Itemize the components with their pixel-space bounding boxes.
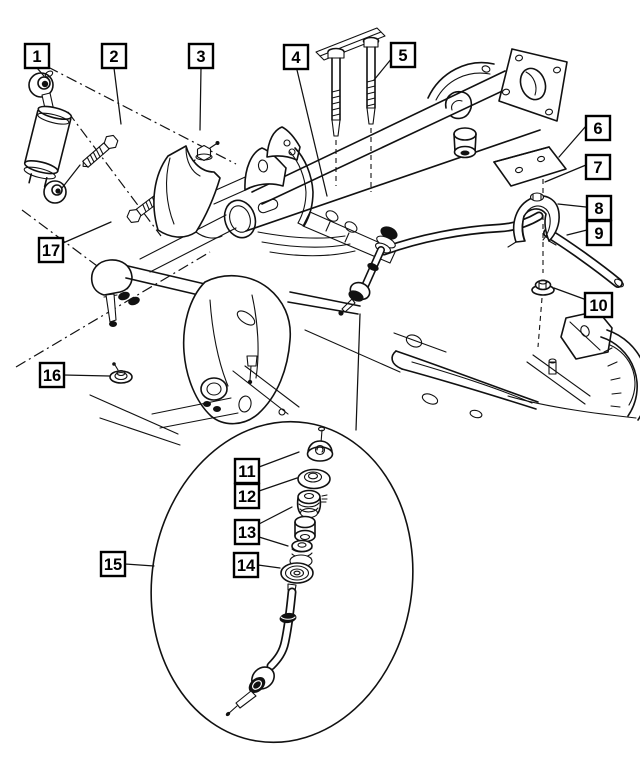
lower-nut-drawing — [109, 362, 133, 384]
callout-2-box[interactable] — [100, 42, 128, 70]
callout-13[interactable]: 13 — [233, 518, 261, 546]
callout-1[interactable]: 1 — [23, 42, 51, 70]
callout-15[interactable]: 15 — [99, 550, 127, 578]
link-rod-drawing — [225, 583, 297, 717]
link-grommet-lower-drawing — [289, 539, 313, 568]
frame-slot-holes — [325, 210, 358, 243]
callout-7[interactable]: 7 — [584, 153, 612, 181]
callout-2-label: 2 — [109, 48, 118, 66]
callout-16-box[interactable] — [38, 361, 66, 389]
callout-11[interactable]: 11 — [233, 457, 261, 485]
callout-7-box[interactable] — [584, 153, 612, 181]
callout-5[interactable]: 5 — [389, 41, 417, 69]
link-retainer-drawing — [297, 468, 331, 490]
link-washer-drawing — [280, 562, 314, 584]
leader-lines — [36, 57, 588, 569]
link-nut-drawing — [306, 426, 334, 462]
callout-4-box[interactable] — [282, 43, 310, 71]
frame-bracket-details — [427, 61, 495, 159]
callout-14[interactable]: 14 — [232, 551, 260, 579]
callout-6[interactable]: 6 — [584, 114, 612, 142]
callout-4[interactable]: 4 — [282, 43, 310, 71]
callout-3-box[interactable] — [187, 42, 215, 70]
link-detail-ellipse — [150, 313, 414, 744]
callout-9-box[interactable] — [585, 219, 613, 247]
callout-3[interactable]: 3 — [187, 42, 215, 70]
callout-17-label: 17 — [42, 242, 60, 260]
callout-8-box[interactable] — [585, 194, 613, 222]
frame-rail-drawing — [139, 70, 541, 273]
callout-9-label: 9 — [594, 225, 603, 243]
callout-12[interactable]: 12 — [233, 482, 261, 510]
bolt-right — [362, 36, 380, 125]
callout-10-box[interactable] — [583, 291, 614, 319]
frame-end-plate-drawing — [498, 48, 568, 122]
callout-5-box[interactable] — [389, 41, 417, 69]
callout-1-box[interactable] — [23, 42, 51, 70]
callout-16-label: 16 — [43, 367, 61, 385]
callout-15-box[interactable] — [99, 550, 127, 578]
bolt-left — [327, 47, 345, 137]
callout-9[interactable]: 9 — [585, 219, 613, 247]
callout-13-box[interactable] — [233, 518, 261, 546]
stabilizer-link-drawing — [338, 226, 398, 316]
crossmember-brackets-drawing — [223, 126, 314, 239]
small-nut-drawing — [184, 141, 220, 170]
callout-17[interactable]: 17 — [37, 236, 65, 264]
shock-absorber-drawing — [23, 70, 73, 204]
callout-4-label: 4 — [291, 49, 301, 67]
axle-and-lower-arm-drawing — [304, 310, 640, 421]
steering-knuckle-drawing — [89, 259, 361, 446]
callout-3-label: 3 — [196, 48, 205, 66]
callout-5-label: 5 — [398, 47, 407, 65]
callouts: 1 2 3 4 5 6 7 8 — [23, 41, 614, 579]
callout-8-label: 8 — [594, 200, 603, 218]
callout-14-box[interactable] — [232, 551, 260, 579]
stabilizer-clamp-drawing — [507, 192, 560, 248]
shock-bracket-drawing — [153, 145, 223, 239]
callout-17-box[interactable] — [37, 236, 65, 264]
shock-bolts-drawing — [61, 134, 165, 223]
callout-12-box[interactable] — [233, 482, 261, 510]
plate-drawing — [493, 146, 567, 187]
link-sleeve-drawing — [294, 515, 316, 543]
callout-10[interactable]: 10 — [583, 291, 614, 319]
callout-11-label: 11 — [238, 463, 255, 481]
callout-8[interactable]: 8 — [585, 194, 613, 222]
callout-6-box[interactable] — [584, 114, 612, 142]
callout-10-label: 10 — [589, 297, 607, 315]
callout-16[interactable]: 16 — [38, 361, 66, 389]
clamp-nut-drawing — [531, 279, 555, 296]
callout-14-label: 14 — [237, 557, 256, 575]
hanger-bolts-drawing — [315, 27, 386, 137]
callout-2[interactable]: 2 — [100, 42, 128, 70]
callout-6-label: 6 — [593, 120, 602, 138]
callout-13-label: 13 — [238, 524, 256, 542]
callout-15-label: 15 — [104, 556, 122, 574]
link-grommet-upper-drawing — [296, 489, 328, 519]
callout-1-label: 1 — [32, 48, 41, 66]
callout-12-label: 12 — [238, 488, 256, 506]
callout-7-label: 7 — [593, 159, 602, 177]
